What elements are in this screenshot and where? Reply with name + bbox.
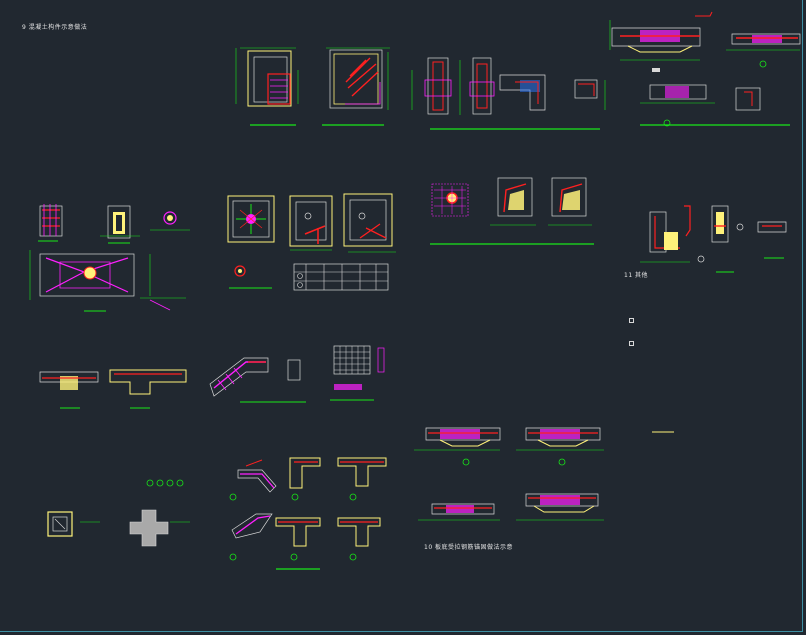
slab-plan-large [29, 250, 186, 312]
checkbox-marker-2 [629, 341, 634, 346]
joint-details-row [411, 57, 606, 130]
label-11-other: 11 其他 [624, 272, 649, 279]
detail-frame-left [235, 47, 299, 126]
schedule-table [293, 263, 389, 291]
slab-section-top-right [609, 11, 801, 127]
rebar-cage-details [38, 204, 190, 244]
grid-plan [330, 345, 385, 401]
stair-detail [209, 357, 306, 403]
bottom-joint-details [229, 457, 387, 570]
detail-frame-right [322, 47, 390, 126]
misc-details-right [640, 205, 787, 273]
framed-plans [227, 193, 396, 289]
slab-sections-lower [414, 427, 674, 521]
label-10-anchorage: 10 板底受拉钢筋锚固做法示意 [424, 544, 514, 551]
beam-sections-row3 [39, 369, 187, 409]
checkbox-marker-1 [629, 318, 634, 323]
title-note-9: 9 混凝土构件示意做法 [22, 24, 88, 31]
bottom-left-details [47, 479, 190, 547]
corner-details [430, 177, 594, 245]
